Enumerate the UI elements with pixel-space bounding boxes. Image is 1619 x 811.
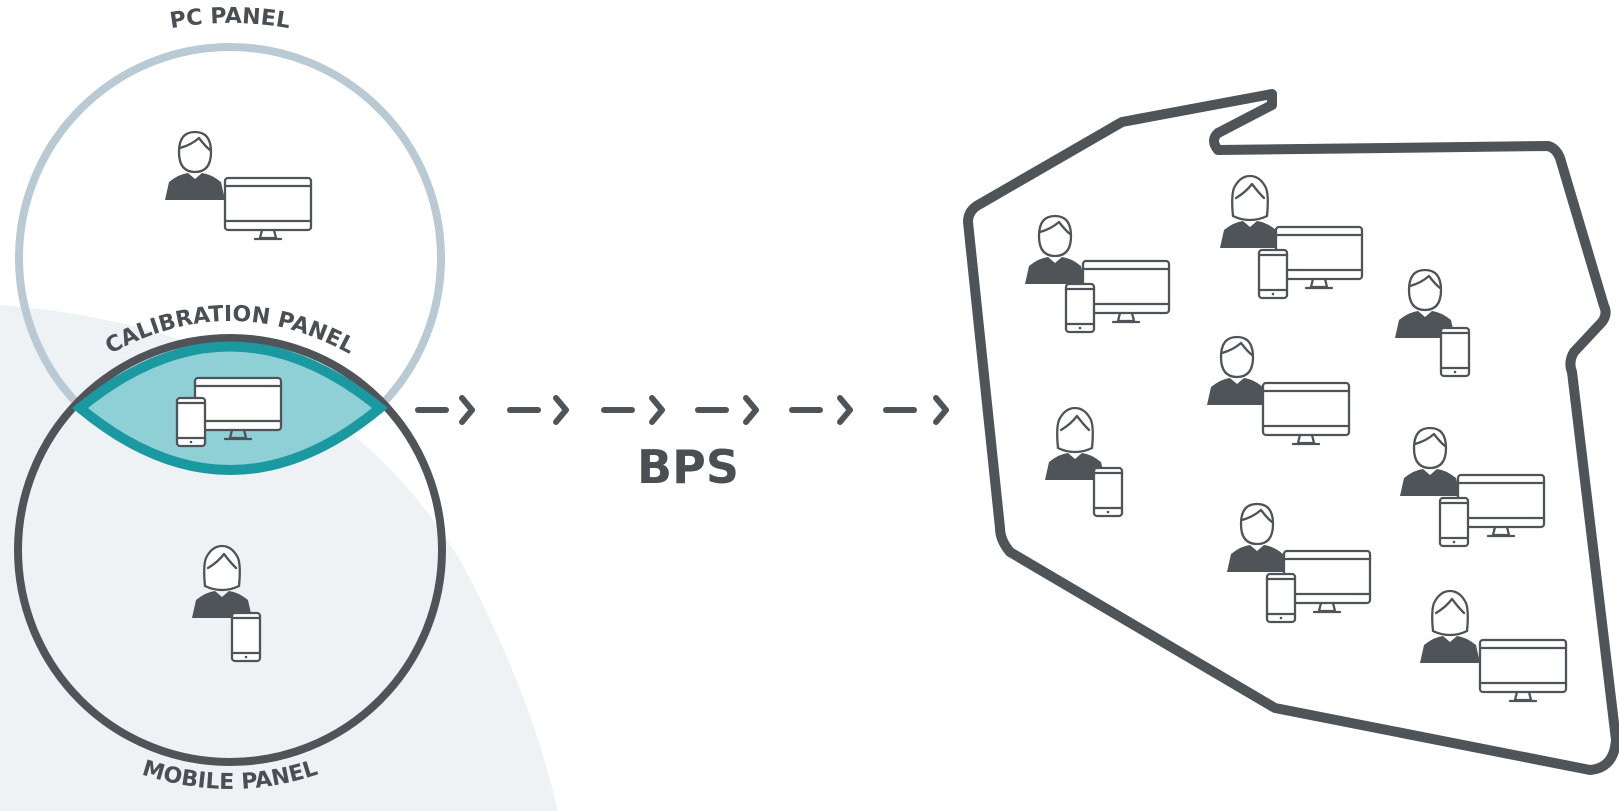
monitor-icon [193,376,283,441]
bps-label: BPS [637,440,739,494]
pc-panel-member [163,130,313,241]
population-member [1225,502,1372,624]
phone-icon [1092,466,1124,518]
person-icon [1225,502,1289,574]
person-icon [1218,174,1282,250]
person-icon [1023,214,1087,286]
pc-panel-label: PC PANEL [168,4,292,34]
mobile-panel-circle [14,334,446,766]
population-member [1418,589,1568,703]
bps-arrow [415,395,949,425]
monitor-icon [223,176,313,241]
country-outline [963,89,1619,775]
population-member [1205,335,1351,446]
population-member [1398,426,1546,548]
person-icon [163,130,227,202]
monitor-icon [1478,638,1568,703]
person-icon [1398,426,1462,498]
population-member [1023,214,1171,334]
phone-icon [1064,282,1096,334]
population-member [1218,174,1364,300]
monitor-icon [1081,259,1171,324]
phone-icon [1257,248,1289,300]
monitor-icon [1282,549,1372,614]
phone-icon [230,611,262,663]
monitor-icon [1261,381,1351,446]
population-member [1043,406,1124,518]
population-member [1393,268,1471,378]
monitor-icon [1456,473,1546,538]
phone-icon [1438,496,1470,548]
monitor-icon [1274,225,1364,290]
phone-icon [1439,326,1471,378]
phone-icon [1265,572,1297,624]
person-icon [1418,589,1482,665]
person-icon [1205,335,1269,407]
phone-icon [175,396,207,448]
